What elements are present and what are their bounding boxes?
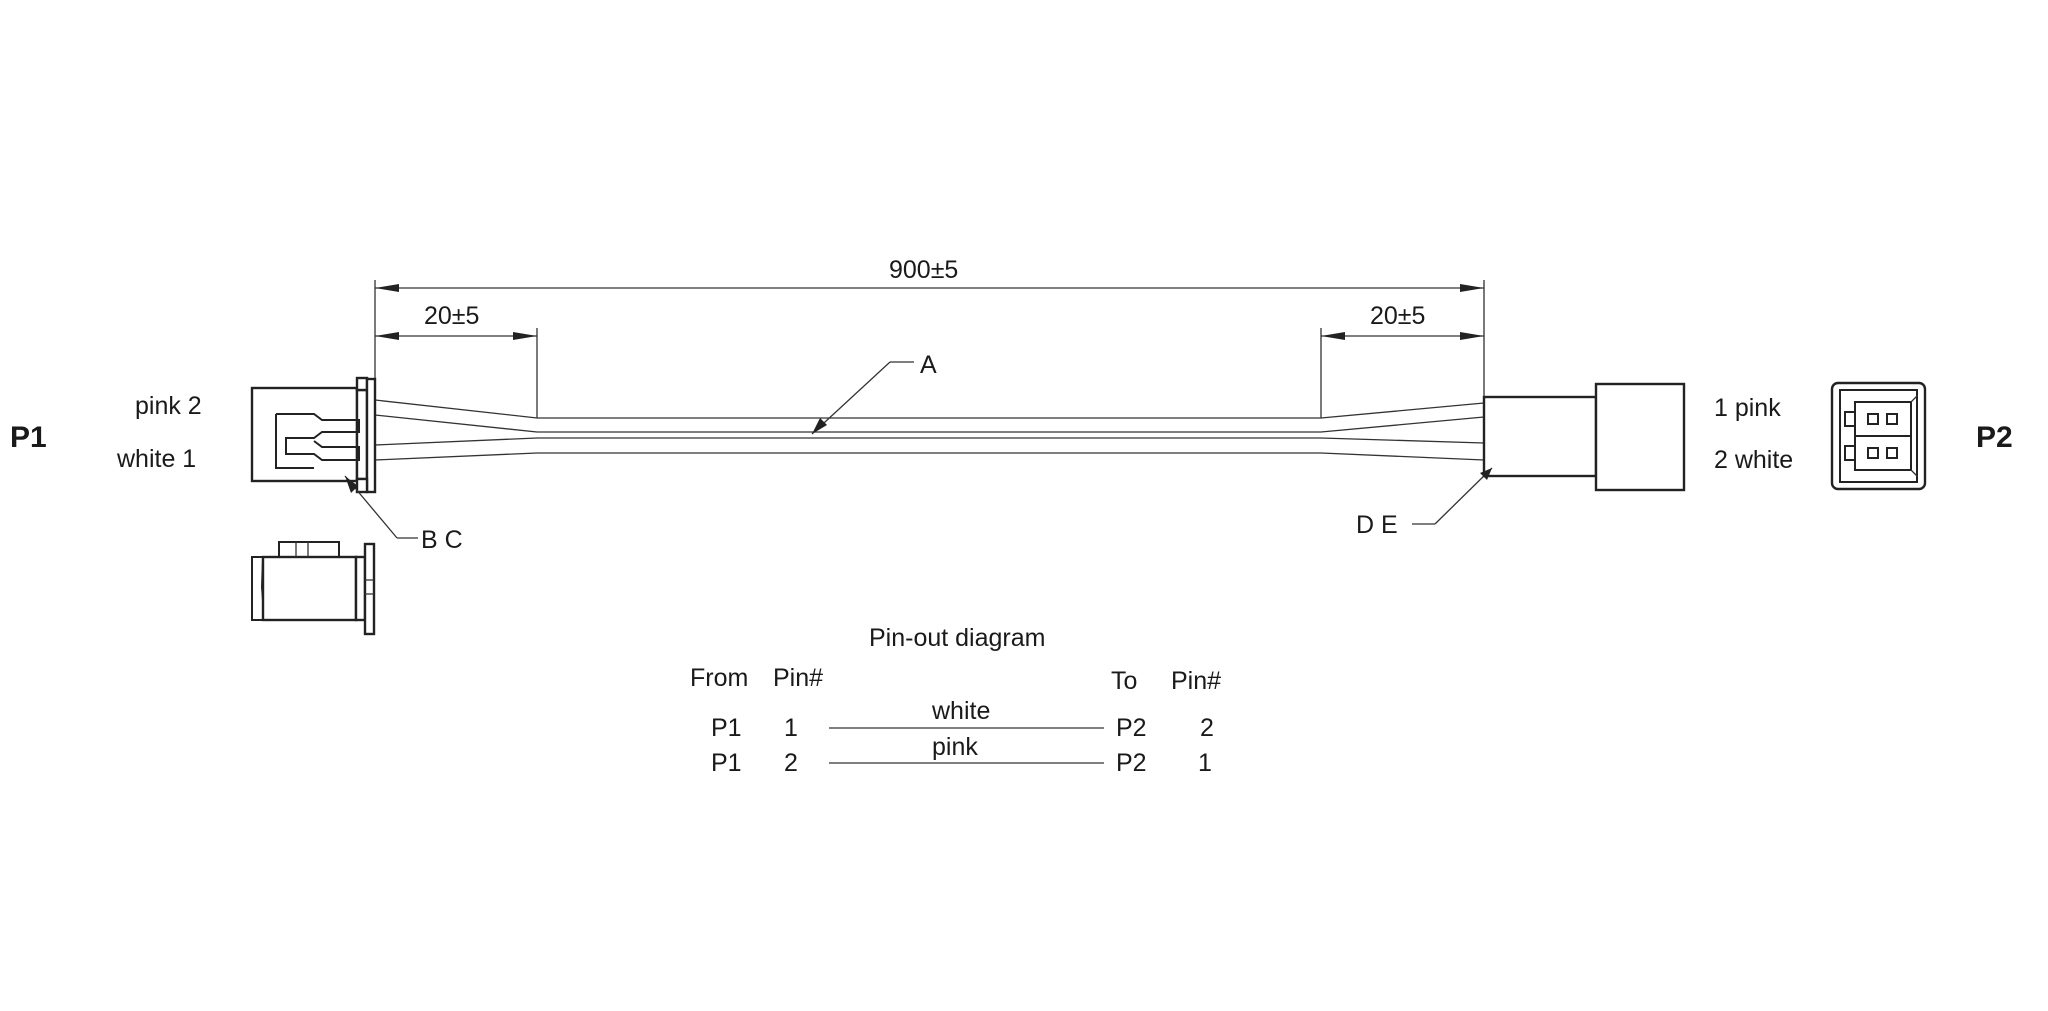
pinout-row: P1 2 pink P2 1	[711, 733, 1212, 777]
callout-bc-text: B C	[421, 526, 463, 554]
p1-connector-top-view	[251, 541, 376, 636]
pinout-row-to: P2	[1116, 714, 1147, 742]
pinout-row-wire: white	[931, 697, 990, 725]
p2-connector-front-view	[1830, 381, 1927, 491]
pinout-row-from-pin: 1	[784, 714, 798, 742]
callout-a-text: A	[920, 351, 937, 379]
dimension-strip-left-text: 20±5	[424, 302, 479, 330]
p2-label: P2	[1976, 421, 2013, 454]
pinout-header-to: To	[1111, 667, 1137, 695]
pinout-header-to-pin: Pin#	[1171, 667, 1221, 695]
p2-connector-side-view: D E	[1356, 382, 1686, 539]
p1-label: P1	[10, 421, 47, 454]
p1-connector-side-view: B C	[250, 376, 463, 554]
p1-wire-bottom-label: white 1	[116, 445, 196, 473]
pinout-row-from: P1	[711, 714, 742, 742]
pinout-row-to-pin: 1	[1198, 749, 1212, 777]
callout-a: A	[811, 351, 937, 435]
p2-wire-top-label: 1 pink	[1714, 394, 1781, 422]
pinout-row-from: P1	[711, 749, 742, 777]
dimension-overall-text: 900±5	[889, 256, 958, 284]
dimension-strip-right-text: 20±5	[1370, 302, 1425, 330]
pinout-header-from: From	[690, 664, 748, 692]
cable	[374, 399, 1485, 461]
pinout-title: Pin-out diagram	[869, 624, 1045, 652]
dimension-strip-right: 20±5	[1320, 302, 1484, 418]
p2-wire-bottom-label: 2 white	[1714, 446, 1793, 474]
p1-wire-top-label: pink 2	[135, 392, 202, 420]
pinout-row: P1 1 white P2 2	[711, 697, 1214, 742]
dimension-strip-left: 20±5	[375, 302, 538, 418]
pinout-row-to: P2	[1116, 749, 1147, 777]
pinout-row-from-pin: 2	[784, 749, 798, 777]
pinout-header-from-pin: Pin#	[773, 664, 823, 692]
pinout-row-to-pin: 2	[1200, 714, 1214, 742]
callout-de-text: D E	[1356, 511, 1398, 539]
pinout-row-wire: pink	[932, 733, 978, 761]
dimension-overall: 900±5	[374, 256, 1485, 398]
pinout-diagram: Pin-out diagram From Pin# To Pin# P1 1 w…	[690, 624, 1221, 777]
